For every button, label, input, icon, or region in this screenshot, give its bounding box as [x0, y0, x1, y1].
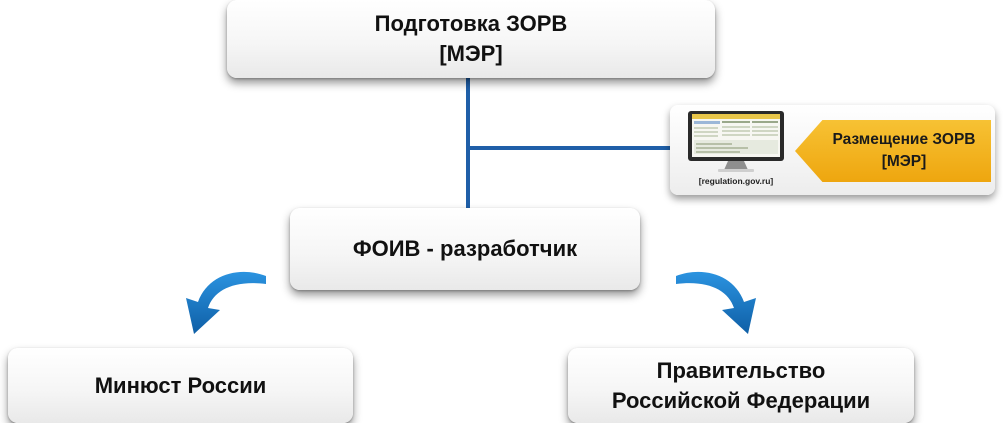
publication-label-owner: [МЭР] [881, 153, 927, 170]
node-developer: ФОИВ - разработчик [290, 208, 640, 290]
publication-label-title: Размещение ЗОРВ [832, 130, 976, 148]
curved-arrow-left-icon [186, 271, 266, 334]
node-prepare-zorv-owner: [МЭР] [439, 41, 503, 66]
monitor-icon [688, 111, 784, 172]
node-government-line2: Российской Федерации [611, 387, 871, 413]
node-government-line1: Правительство [656, 357, 826, 383]
node-minjust-label: Минюст России [94, 372, 267, 398]
connector-vertical [466, 76, 470, 210]
node-prepare-zorv-title: Подготовка ЗОРВ [374, 11, 568, 37]
publication-label: Размещение ЗОРВ [МЭР] [795, 120, 991, 182]
curved-arrow-right-icon [676, 271, 756, 334]
node-minjust: Минюст России [8, 348, 353, 423]
node-developer-label: ФОИВ - разработчик [352, 236, 578, 262]
publication-panel: [regulation.gov.ru] Размещение ЗОРВ [МЭР… [670, 105, 995, 195]
node-prepare-zorv: Подготовка ЗОРВ [МЭР] [227, 0, 715, 78]
node-government: Правительство Российской Федерации [568, 348, 914, 423]
site-caption: [regulation.gov.ru] [698, 176, 774, 186]
connector-horizontal [466, 146, 672, 150]
